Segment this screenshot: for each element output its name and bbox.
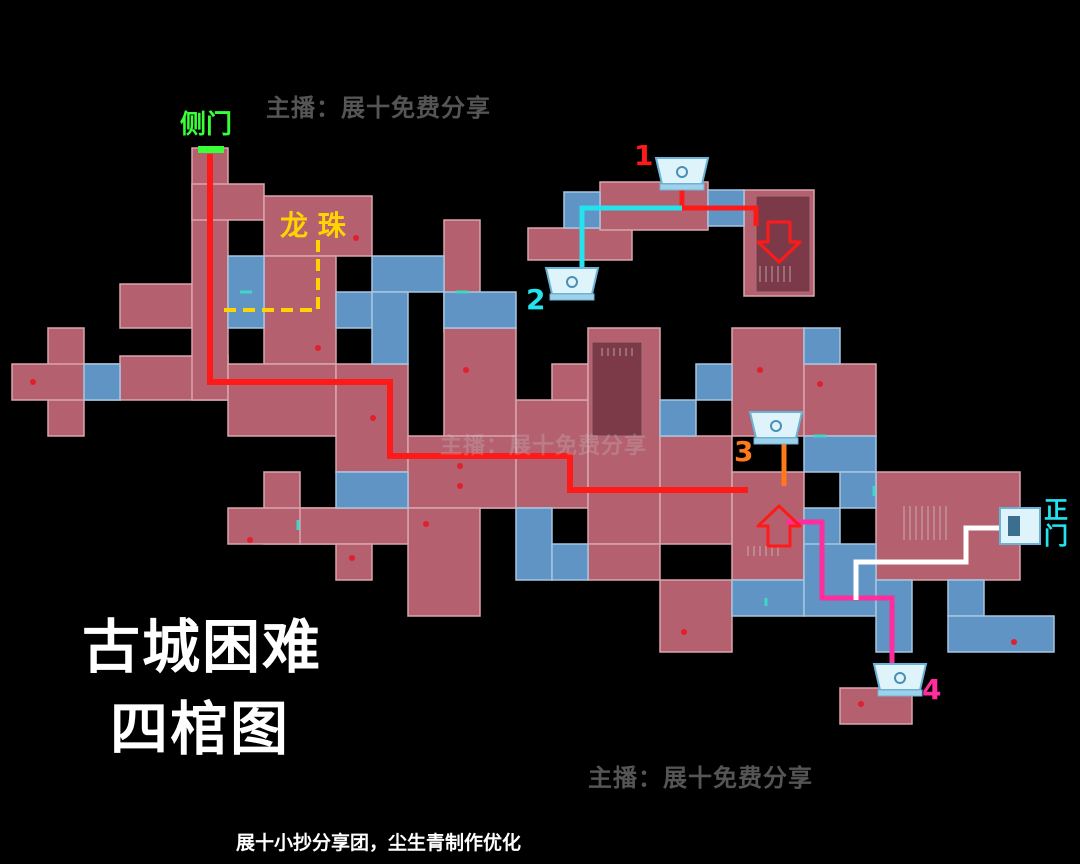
coffin-number-2: 2 bbox=[526, 283, 546, 316]
coffin-icon bbox=[748, 411, 804, 445]
route-white bbox=[853, 525, 1004, 600]
map-marker bbox=[353, 235, 359, 241]
map-marker bbox=[247, 537, 253, 543]
route-red-main bbox=[207, 154, 748, 493]
map-room bbox=[587, 543, 661, 581]
map-marker bbox=[457, 463, 463, 469]
map-room bbox=[803, 363, 877, 437]
map-room bbox=[803, 327, 841, 365]
map-room bbox=[947, 615, 1055, 653]
main-door-label-2: 门 bbox=[1044, 522, 1068, 550]
map-room bbox=[803, 543, 877, 617]
map-room bbox=[803, 435, 877, 473]
map-marker bbox=[423, 521, 429, 527]
map-marker bbox=[463, 367, 469, 373]
coffin-icon bbox=[544, 267, 600, 301]
credits-footer: 展十小抄分享团，尘生青制作优化 bbox=[236, 832, 522, 854]
coffin-number-4: 4 bbox=[922, 673, 942, 706]
coffin-number-1: 1 bbox=[634, 139, 654, 172]
blue-rooms bbox=[83, 189, 1055, 653]
map-room bbox=[659, 399, 697, 437]
map-title-line1: 古城困难 bbox=[82, 613, 323, 681]
map-marker bbox=[817, 381, 823, 387]
map-room bbox=[659, 579, 733, 653]
map-room bbox=[407, 507, 481, 617]
map-room bbox=[335, 291, 373, 329]
map-marker bbox=[858, 701, 864, 707]
watermark-top: 主播：展十免费分享 bbox=[266, 94, 491, 122]
map-room bbox=[515, 507, 553, 581]
route-red-top bbox=[679, 184, 759, 226]
map-room bbox=[839, 471, 877, 509]
map-room bbox=[371, 255, 445, 293]
up-arrow-icon bbox=[756, 504, 802, 548]
map-marker bbox=[457, 483, 463, 489]
map-marker bbox=[30, 379, 36, 385]
map-room bbox=[227, 363, 337, 437]
map-room bbox=[191, 183, 265, 221]
door-markers bbox=[240, 290, 876, 606]
map-marker bbox=[1011, 639, 1017, 645]
main-door-label-1: 正 bbox=[1044, 496, 1068, 524]
map-room bbox=[371, 291, 409, 365]
coffin-number-3: 3 bbox=[734, 435, 754, 468]
route-cyan bbox=[579, 205, 682, 268]
map-marker bbox=[757, 367, 763, 373]
map-room bbox=[83, 363, 121, 401]
gate-icon bbox=[999, 507, 1041, 545]
map-room-dark bbox=[755, 195, 811, 293]
coffin-icon bbox=[654, 157, 710, 191]
map-room bbox=[299, 507, 409, 545]
map-room bbox=[947, 579, 985, 617]
map-room bbox=[551, 363, 589, 401]
coffin-icon bbox=[872, 663, 928, 697]
map-room bbox=[551, 543, 589, 581]
side-door-marker bbox=[198, 146, 224, 153]
map-room bbox=[731, 579, 805, 617]
map-marker bbox=[315, 345, 321, 351]
map-marker bbox=[681, 629, 687, 635]
watermark-faint: 主播：展十免费分享 bbox=[440, 434, 648, 459]
stair-grates bbox=[601, 266, 947, 556]
map-room bbox=[695, 363, 733, 401]
map-room-dark bbox=[591, 341, 643, 437]
dragon-pearl-label: 龙 珠 bbox=[280, 209, 346, 242]
map-marker bbox=[349, 555, 355, 561]
map-marker bbox=[370, 415, 376, 421]
route-pink bbox=[786, 519, 895, 668]
down-arrow-icon bbox=[756, 220, 802, 264]
map-title-line2: 四棺图 bbox=[110, 695, 291, 763]
dark-room-panels bbox=[591, 195, 811, 437]
map-room bbox=[443, 291, 517, 329]
route-yellow-dashed bbox=[218, 240, 320, 312]
map-room bbox=[335, 543, 373, 581]
side-door-label: 侧门 bbox=[180, 110, 233, 140]
map-room bbox=[335, 471, 409, 509]
room-markers bbox=[30, 235, 1017, 707]
map-room bbox=[119, 283, 193, 329]
watermark-bottom: 主播：展十免费分享 bbox=[588, 764, 813, 792]
